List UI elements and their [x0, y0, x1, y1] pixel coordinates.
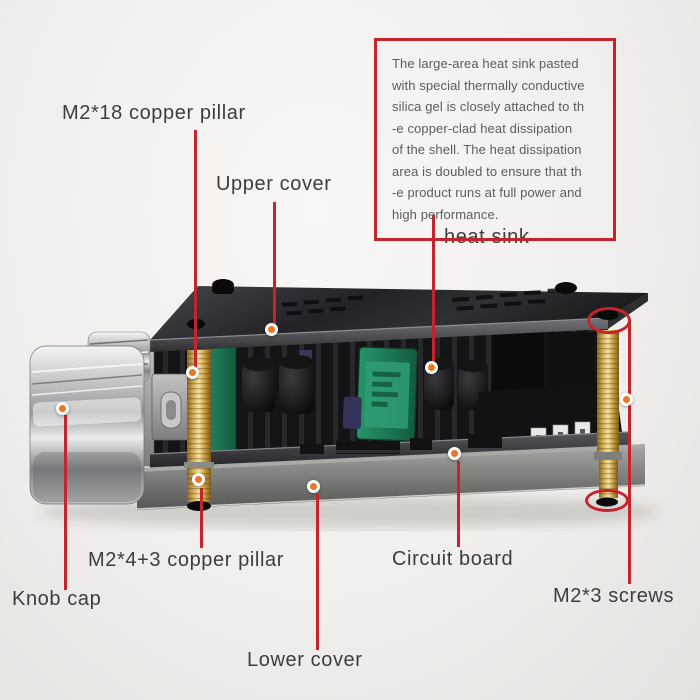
marker-dot-upper-cover — [265, 323, 278, 336]
marker-dot-m2-3-screws — [620, 393, 633, 406]
leader-line-m2-3-screws — [628, 319, 631, 584]
marker-dot-m2-4-3 — [192, 473, 205, 486]
green-module-center — [342, 346, 418, 442]
leader-line-circuit-board — [457, 461, 460, 547]
leader-line-m2-18 — [194, 130, 197, 370]
label-m2-18-copper-pillar: M2*18 copper pillar — [62, 102, 246, 124]
leader-line-m2-4-3 — [200, 488, 203, 548]
lower-cover — [136, 444, 646, 510]
label-lower-cover: Lower cover — [247, 649, 363, 671]
marker-dot-lower-cover — [307, 480, 320, 493]
marker-dot-heat-sink — [425, 361, 438, 374]
component-blocks — [492, 330, 594, 390]
m2-screw-bottom-left — [187, 501, 211, 511]
heat-sink-callout-box: The large-area heat sink pasted with spe… — [374, 38, 616, 241]
knob-cap — [29, 331, 151, 505]
leader-line-upper-cover — [273, 202, 276, 330]
leader-line-knob-cap — [64, 415, 67, 590]
marker-dot-circuit-board — [448, 447, 461, 460]
marker-dot-m2-18 — [186, 366, 199, 379]
label-m2-4-3-copper-pillar: M2*4+3 copper pillar — [88, 549, 284, 571]
usb-module — [151, 373, 190, 441]
leader-line-lower-cover — [316, 494, 319, 650]
circuit-board — [149, 431, 629, 470]
screw-circle-bottom — [585, 489, 629, 512]
label-m2-3-screws: M2*3 screws — [553, 585, 675, 607]
label-heat-sink: heat sink — [444, 226, 530, 248]
leader-line-heat-sink — [432, 215, 435, 367]
label-circuit-board: Circuit board — [392, 548, 514, 570]
screw-circle-top — [587, 307, 631, 334]
label-upper-cover: Upper cover — [216, 173, 332, 195]
label-knob-cap: Knob cap — [12, 588, 102, 610]
marker-dot-knob-cap — [56, 402, 69, 415]
